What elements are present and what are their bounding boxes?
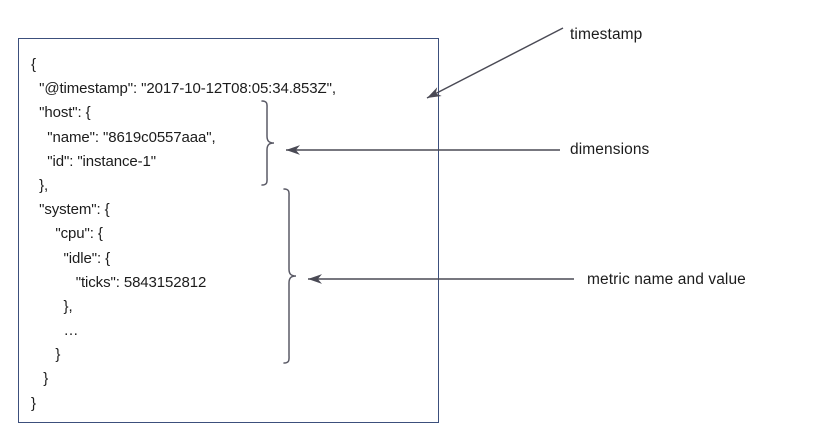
dimensions-brace-icon: [261, 100, 275, 186]
json-line-system-open: "system": {: [31, 201, 110, 219]
json-line: {: [31, 56, 36, 73]
json-line-host-id: "id": "instance-1": [31, 152, 156, 170]
json-line-root-close: }: [31, 394, 36, 412]
json-line-host-close: },: [31, 176, 49, 194]
metric-arrow-icon: [308, 274, 574, 284]
callout-label-metric: metric name and value: [587, 271, 746, 288]
callout-label-dimensions: dimensions: [570, 141, 650, 158]
json-line-timestamp: "@timestamp": "2017-10-12T08:05:34.853Z"…: [31, 80, 336, 98]
json-line-ticks: "ticks": 5843152812: [31, 273, 207, 291]
callout-label-timestamp: timestamp: [570, 26, 643, 43]
json-line-cpu-open: "cpu": {: [31, 225, 103, 243]
json-code-block: { "@timestamp": "2017-10-12T08:05:34.853…: [31, 53, 336, 416]
timestamp-arrow-icon: [426, 27, 564, 99]
json-line-ellipsis: …: [31, 322, 79, 340]
json-line-idle-close: },: [31, 297, 73, 315]
json-document-box: { "@timestamp": "2017-10-12T08:05:34.853…: [18, 38, 439, 423]
json-line-host-name: "name": "8619c0557aaa",: [31, 128, 216, 146]
json-line-system-close: }: [31, 370, 49, 388]
json-line-host-open: "host": {: [31, 104, 91, 122]
metric-brace-icon: [283, 188, 297, 364]
json-line-idle-open: "idle": {: [31, 249, 111, 267]
dimensions-arrow-icon: [286, 145, 560, 155]
json-line-cpu-close: }: [31, 346, 61, 364]
